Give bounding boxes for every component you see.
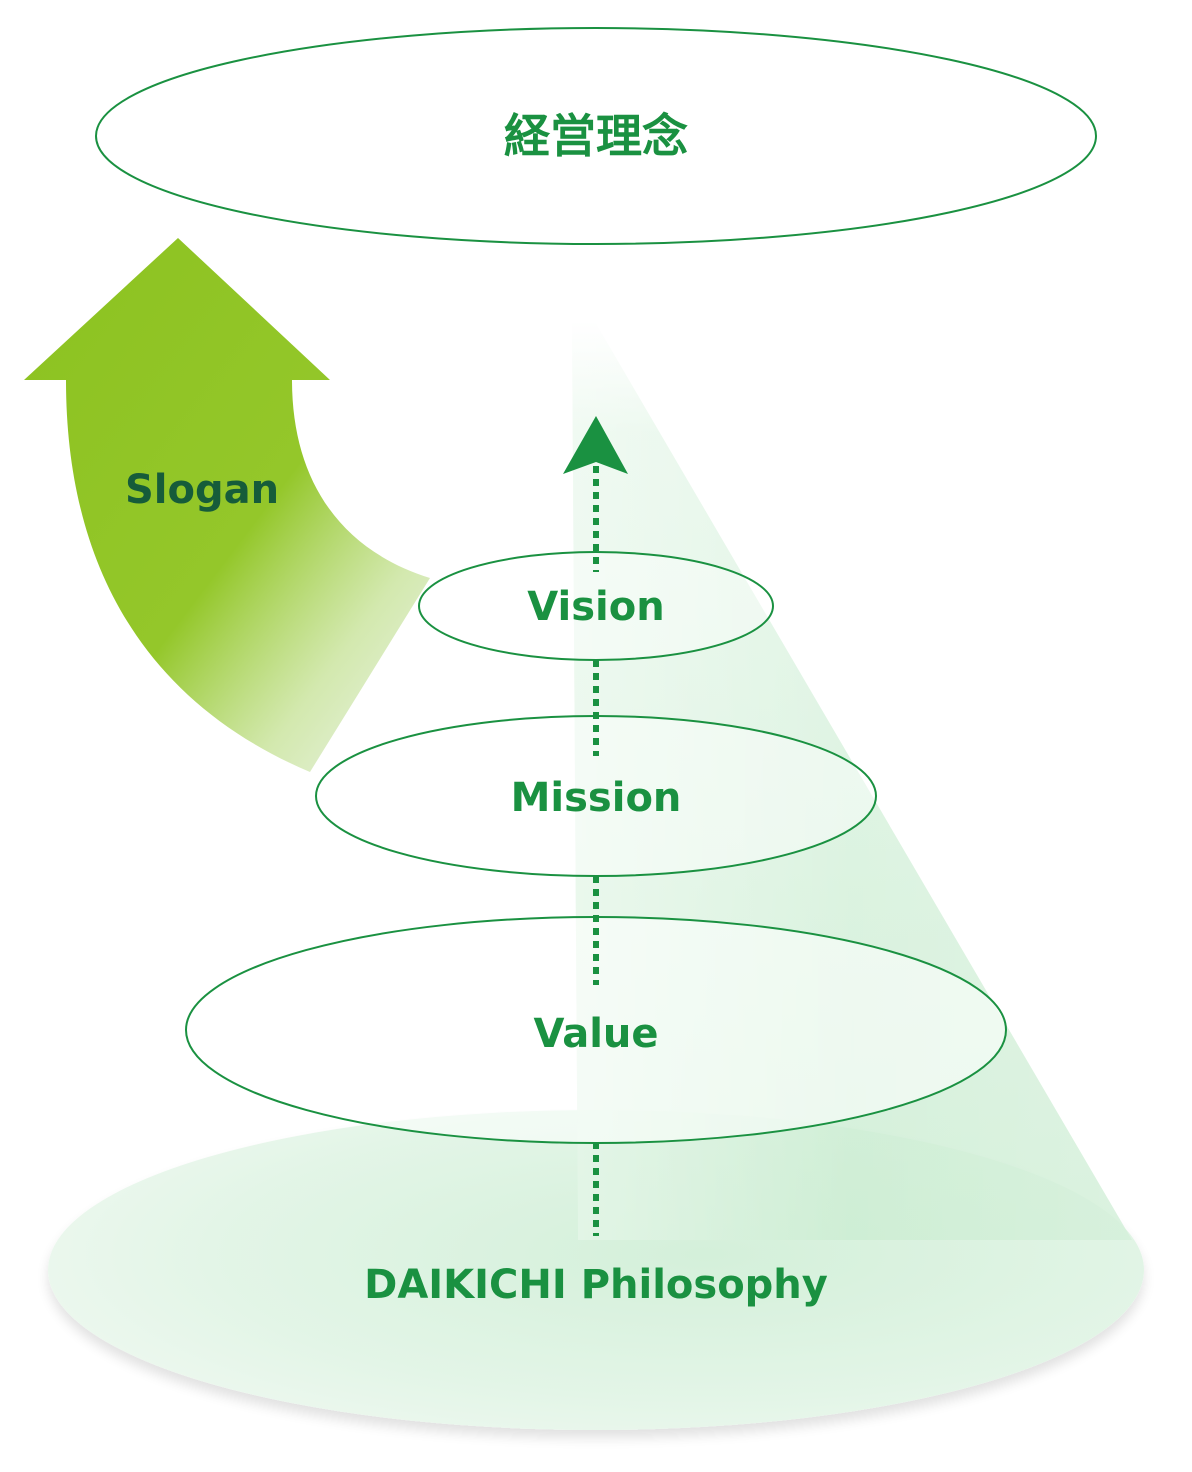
top-node-ellipse xyxy=(95,27,1097,245)
vision-label: Vision xyxy=(527,584,664,630)
slogan-label: Slogan xyxy=(125,467,279,513)
slogan-arrow xyxy=(24,238,430,772)
top-node-label: 経営理念 xyxy=(504,109,688,163)
philosophy-label: DAIKICHI Philosophy xyxy=(364,1262,828,1308)
value-label: Value xyxy=(533,1011,658,1057)
arrow-up-icon xyxy=(563,416,628,474)
mission-label: Mission xyxy=(511,775,682,821)
